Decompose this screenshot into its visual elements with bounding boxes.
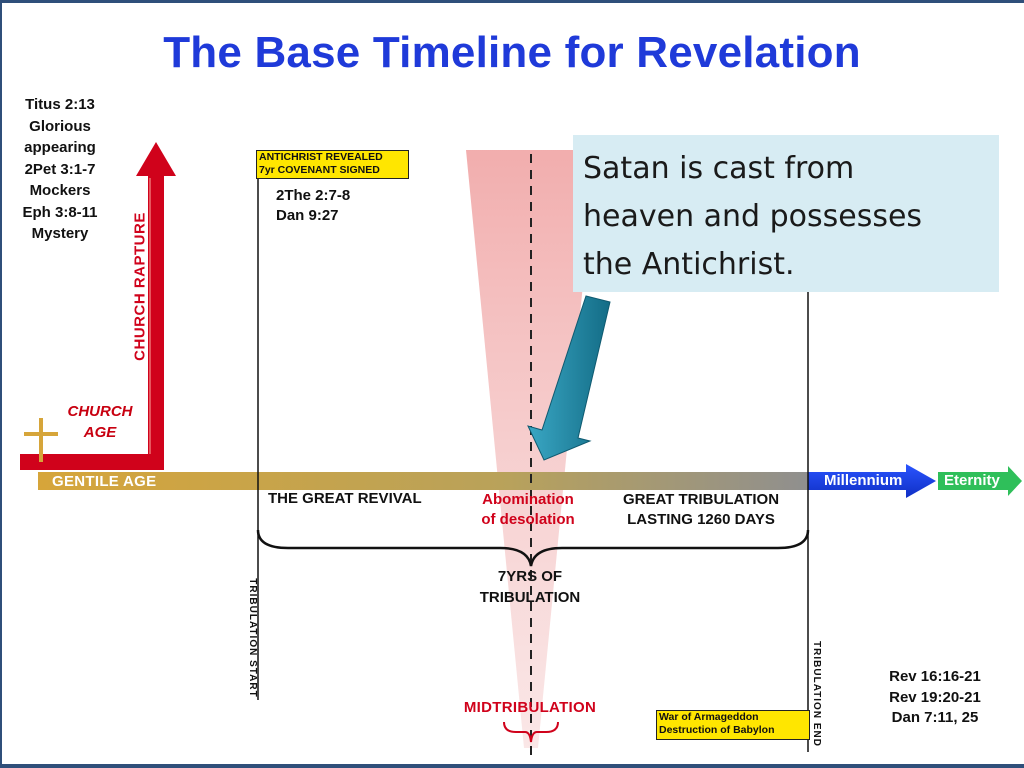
antichrist-references: 2The 2:7-8 Dan 9:27 — [276, 186, 350, 226]
eternity-label: Eternity — [944, 472, 1000, 489]
page-title: The Base Timeline for Revelation — [163, 28, 861, 77]
ref-line: 2Pet 3:1-7 — [24, 160, 96, 178]
church-age-line: CHURCH — [67, 403, 133, 420]
ref-line: Rev 19:20-21 — [889, 688, 981, 706]
midtribulation-label: MIDTRIBULATION — [463, 699, 597, 716]
great-trib-line: GREAT TRIBULATION — [622, 491, 780, 508]
callout-line: heaven and possesses — [583, 199, 923, 234]
abomination-label: Abomination of desolation — [462, 490, 594, 530]
ref-line: Glorious — [29, 117, 91, 135]
millennium-arrow — [808, 464, 936, 498]
tribulation-end-label: TRIBULATION END — [811, 641, 822, 747]
seven-years-label: 7YRS OF TRIBULATION — [455, 567, 605, 608]
seven-years-brace — [256, 529, 810, 567]
abomination-line: Abomination — [482, 491, 574, 508]
right-references: Rev 16:16-21 Rev 19:20-21 Dan 7:11, 25 — [860, 667, 1010, 729]
ref-line: appearing — [24, 139, 96, 156]
cross-icon-bar — [24, 432, 58, 436]
abomination-line: of desolation — [481, 511, 575, 528]
war-box-line: Destruction of Babylon — [659, 724, 775, 736]
callout-arrow — [527, 295, 611, 461]
midtrib-brace — [503, 721, 559, 743]
church-rapture-label: CHURCH RAPTURE — [131, 212, 149, 361]
great-trib-line: LASTING 1260 DAYS — [627, 511, 775, 528]
slide-frame-top — [0, 0, 1024, 3]
millennium-label: Millennium — [824, 472, 903, 489]
ref-line: Dan 9:27 — [276, 207, 339, 224]
satan-callout: Satan is cast from heaven and possesses … — [573, 135, 999, 292]
ref-line: Mystery — [31, 225, 89, 242]
ref-line: Dan 7:11, 25 — [891, 709, 979, 726]
tribulation-start-label: TRIBULATION START — [247, 578, 258, 698]
ref-line: 2The 2:7-8 — [276, 187, 351, 204]
seven-yrs-line: TRIBULATION — [479, 588, 581, 606]
antichrist-box-line: ANTICHRIST REVEALED — [259, 151, 383, 163]
ref-line: Mockers — [29, 182, 91, 199]
great-tribulation-label: GREAT TRIBULATION LASTING 1260 DAYS — [598, 490, 804, 530]
ref-line: Rev 16:16-21 — [889, 668, 981, 685]
antichrist-revealed-box: ANTICHRIST REVEALED 7yr COVENANT SIGNED — [256, 150, 409, 179]
ref-line: Eph 3:8-11 — [22, 203, 98, 221]
cross-icon — [39, 418, 43, 462]
gentile-age-label: GENTILE AGE — [52, 473, 157, 490]
great-revival-label: THE GREAT REVIVAL — [268, 490, 422, 507]
left-references: Titus 2:13 Glorious appearing 2Pet 3:1-7… — [8, 94, 112, 245]
church-age-line: AGE — [83, 424, 117, 441]
callout-line: Satan is cast from — [583, 151, 855, 186]
ref-line: Titus 2:13 — [25, 96, 95, 113]
slide-frame-left — [0, 0, 2, 768]
slide-frame-bottom — [0, 764, 1024, 768]
eternity-arrow — [938, 466, 1022, 496]
antichrist-box-line: 7yr COVENANT SIGNED — [259, 164, 380, 176]
gentile-age-bar — [38, 472, 810, 490]
seven-yrs-line: 7YRS OF — [497, 568, 563, 585]
church-rapture-arrow — [20, 142, 176, 470]
callout-line: the Antichrist. — [583, 247, 795, 282]
armageddon-box: War of Armageddon Destruction of Babylon — [656, 710, 810, 740]
war-box-line: War of Armageddon — [659, 711, 759, 723]
church-age-label: CHURCH AGE — [58, 401, 142, 443]
